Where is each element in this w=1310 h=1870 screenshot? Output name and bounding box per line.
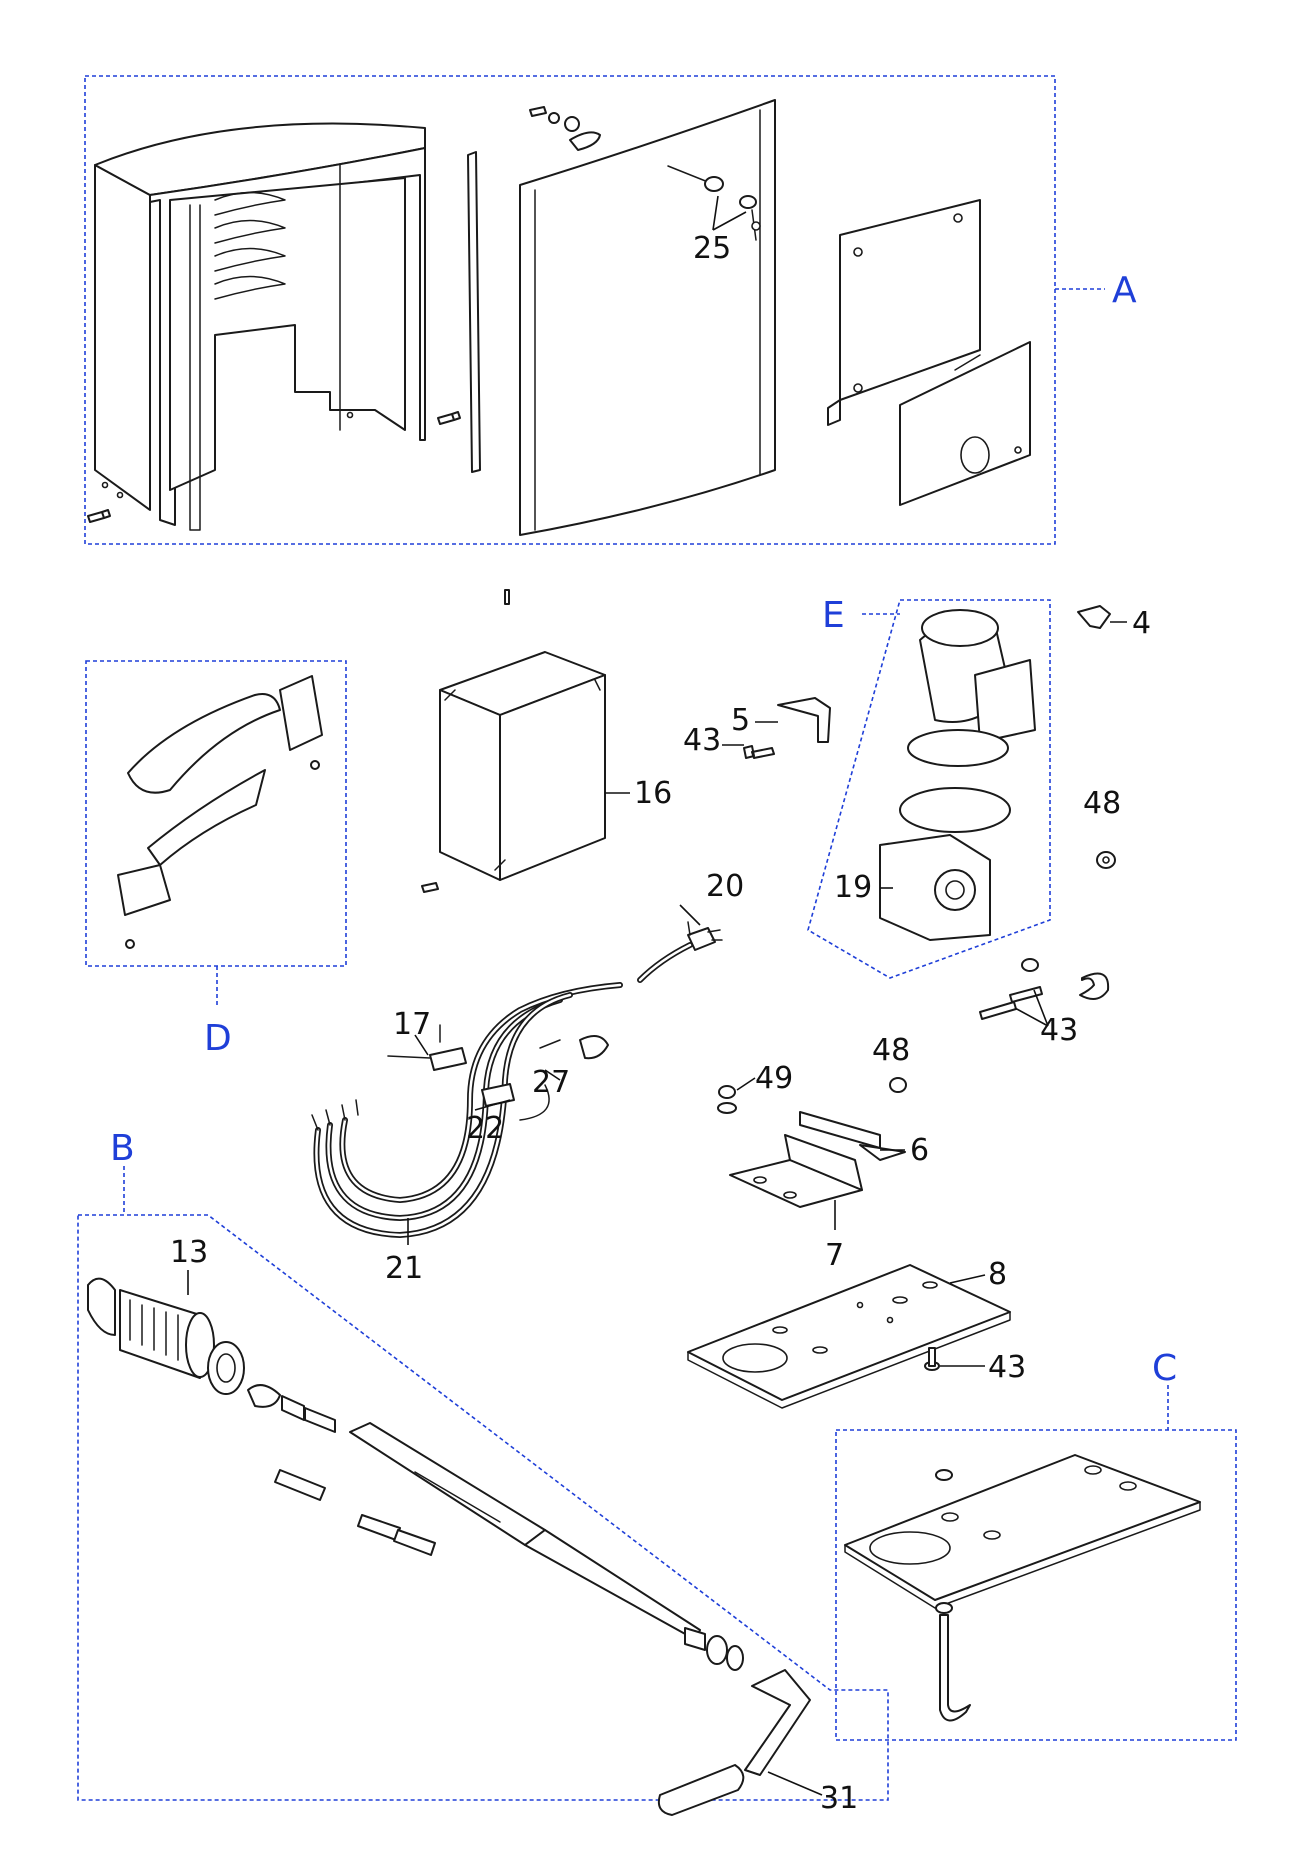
callout-5: 5 bbox=[731, 703, 750, 738]
housing-shell bbox=[94, 122, 426, 531]
control-box bbox=[421, 589, 630, 893]
gasket-strip bbox=[467, 151, 481, 473]
callout-43a: 43 bbox=[683, 723, 721, 758]
group-e-frame bbox=[807, 599, 1051, 979]
wiring-harness bbox=[311, 904, 723, 1245]
screw-a2 bbox=[437, 411, 461, 425]
group-e-motor-gearbox bbox=[807, 599, 1051, 979]
bracket-7 bbox=[729, 1134, 863, 1230]
callout-31: 31 bbox=[820, 1781, 858, 1816]
callout-43b: 43 bbox=[1040, 1013, 1078, 1048]
nut-washer-49 bbox=[717, 1077, 756, 1114]
group-label-a: A bbox=[1112, 270, 1137, 311]
callout-49: 49 bbox=[755, 1061, 793, 1096]
group-label-b: B bbox=[110, 1128, 135, 1169]
front-cover bbox=[519, 99, 776, 536]
cover-clip bbox=[569, 131, 601, 151]
fixing-screws-43b bbox=[979, 958, 1110, 1027]
callout-48a: 48 bbox=[1083, 786, 1121, 821]
part-callouts: 25 4 5 43 16 48 19 20 43 17 27 22 48 49 … bbox=[170, 195, 1151, 1816]
callout-25: 25 bbox=[693, 231, 731, 266]
screw-43c bbox=[924, 1347, 985, 1371]
callout-16: 16 bbox=[634, 776, 672, 811]
bracket-4 bbox=[1077, 605, 1111, 629]
callout-22: 22 bbox=[466, 1111, 504, 1146]
group-c-foundation-plate bbox=[835, 1385, 1237, 1741]
group-label-e: E bbox=[822, 595, 845, 636]
callout-13: 13 bbox=[170, 1235, 208, 1270]
group-label-c: C bbox=[1152, 1348, 1177, 1389]
nut-48a bbox=[1096, 851, 1116, 869]
callout-4: 4 bbox=[1132, 606, 1151, 641]
gland-27 bbox=[579, 1035, 609, 1060]
screw-a1 bbox=[87, 509, 111, 523]
screw-43a bbox=[743, 745, 775, 759]
group-b-frame bbox=[77, 1214, 889, 1801]
plug-20 bbox=[687, 927, 716, 951]
callout-8: 8 bbox=[988, 1257, 1007, 1292]
group-b-drive-shaft bbox=[77, 1166, 889, 1816]
callout-21: 21 bbox=[385, 1251, 423, 1286]
rail-bracket-6 bbox=[799, 1111, 906, 1161]
group-a-frame bbox=[84, 75, 1056, 545]
nut-48b bbox=[889, 1077, 907, 1093]
callout-48b: 48 bbox=[872, 1033, 910, 1068]
callout-7: 7 bbox=[825, 1238, 844, 1273]
switch-17 bbox=[429, 1047, 467, 1071]
bracket-5 bbox=[777, 697, 831, 743]
callout-19: 19 bbox=[834, 870, 872, 905]
box-screw-top bbox=[504, 589, 510, 605]
group-d-frame bbox=[85, 660, 347, 967]
group-label-d: D bbox=[204, 1018, 232, 1059]
group-a-housing bbox=[84, 75, 1105, 545]
base-plate-8 bbox=[687, 1264, 1011, 1409]
mounting-panel bbox=[827, 199, 1031, 506]
group-letters: A B C D E bbox=[110, 270, 1177, 1389]
callout-6: 6 bbox=[910, 1133, 929, 1168]
group-c-frame bbox=[835, 1429, 1237, 1741]
callout-27: 27 bbox=[532, 1065, 570, 1100]
screw-a3 bbox=[529, 106, 547, 117]
group-d-release-lever bbox=[85, 660, 347, 1008]
callout-17: 17 bbox=[393, 1007, 431, 1042]
box-screw-bottom bbox=[421, 882, 439, 893]
callout-20: 20 bbox=[706, 869, 744, 904]
callout-43c: 43 bbox=[988, 1350, 1026, 1385]
cover-lock bbox=[667, 165, 761, 241]
